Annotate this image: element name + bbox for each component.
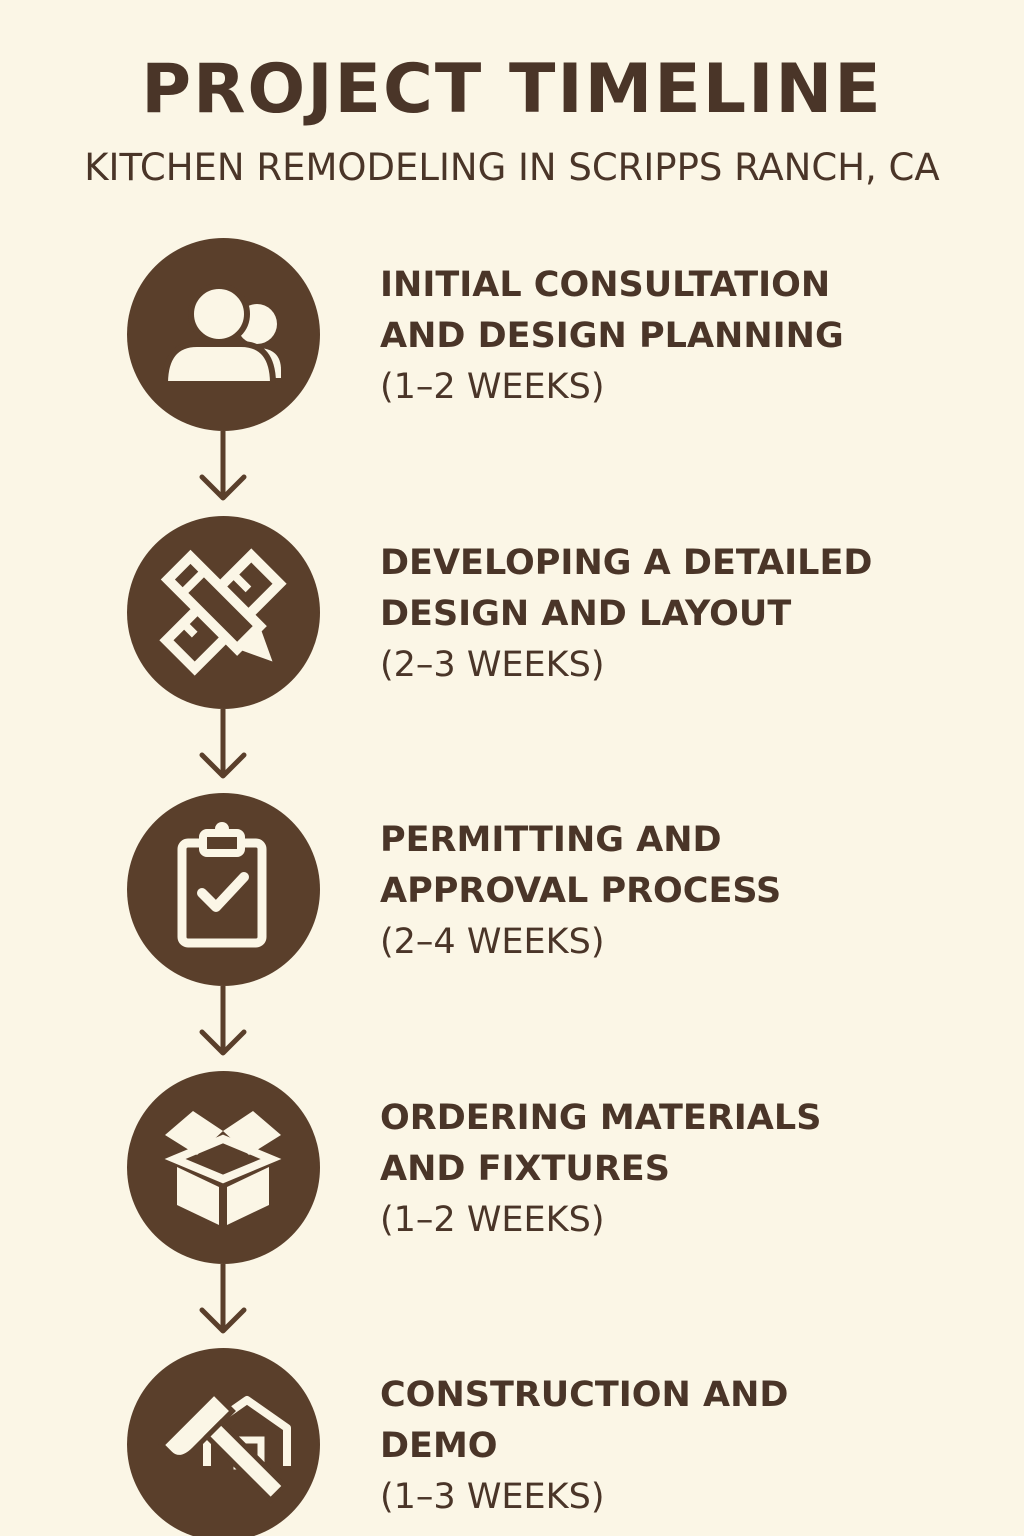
down-arrow-icon [199, 431, 247, 501]
step-title-line-1: INITIAL CONSULTATION [380, 265, 831, 305]
timeline-step-design: DEVELOPING A DETAILED DESIGN AND LAYOUT … [0, 516, 1024, 716]
step-duration: (2–4 WEEKS) [380, 922, 605, 962]
step-title-line-1: DEVELOPING A DETAILED [380, 543, 873, 583]
timeline-step-permitting: PERMITTING AND APPROVAL PROCESS (2–4 WEE… [0, 793, 1024, 993]
timeline-step-ordering: ORDERING MATERIALS AND FIXTURES (1–2 WEE… [0, 1071, 1024, 1271]
step-duration: (1–2 WEEKS) [380, 367, 605, 407]
timeline-step-construction: CONSTRUCTION AND DEMO (1–3 WEEKS) [0, 1348, 1024, 1536]
step-duration: (1–3 WEEKS) [380, 1477, 605, 1517]
down-arrow-icon [199, 1264, 247, 1334]
step-circle [127, 238, 320, 431]
step-title-line-1: ORDERING MATERIALS [380, 1098, 822, 1138]
users-icon [161, 283, 281, 387]
down-arrow-icon [199, 986, 247, 1056]
hammer-house-icon [158, 1389, 291, 1504]
step-circle [127, 1071, 320, 1264]
step-circle [127, 516, 320, 709]
step-circle [127, 1348, 320, 1536]
step-label: PERMITTING AND APPROVAL PROCESS (2–4 WEE… [380, 815, 1000, 968]
clipboard-check-icon [177, 822, 267, 948]
step-title-line-2: DEMO [380, 1426, 498, 1466]
step-title-line-2: AND DESIGN PLANNING [380, 316, 844, 356]
step-duration: (2–3 WEEKS) [380, 645, 605, 685]
down-arrow-icon [199, 709, 247, 779]
page-subtitle: KITCHEN REMODELING IN SCRIPPS RANCH, CA [84, 146, 940, 189]
step-title-line-2: APPROVAL PROCESS [380, 871, 782, 911]
step-title-line-1: CONSTRUCTION AND [380, 1375, 789, 1415]
page-title: PROJECT TIMELINE [141, 50, 883, 129]
step-title-line-2: DESIGN AND LAYOUT [380, 594, 792, 634]
step-label: INITIAL CONSULTATION AND DESIGN PLANNING… [380, 260, 1000, 413]
step-title-line-1: PERMITTING AND [380, 820, 722, 860]
step-duration: (1–2 WEEKS) [380, 1200, 605, 1240]
step-title-line-2: AND FIXTURES [380, 1149, 670, 1189]
open-box-icon [164, 1111, 282, 1225]
timeline-step-consultation: INITIAL CONSULTATION AND DESIGN PLANNING… [0, 238, 1024, 438]
step-label: CONSTRUCTION AND DEMO (1–3 WEEKS) [380, 1370, 1000, 1523]
step-label: DEVELOPING A DETAILED DESIGN AND LAYOUT … [380, 538, 1000, 691]
step-label: ORDERING MATERIALS AND FIXTURES (1–2 WEE… [380, 1093, 1000, 1246]
step-circle [127, 793, 320, 986]
ruler-pencil-icon [159, 548, 287, 676]
